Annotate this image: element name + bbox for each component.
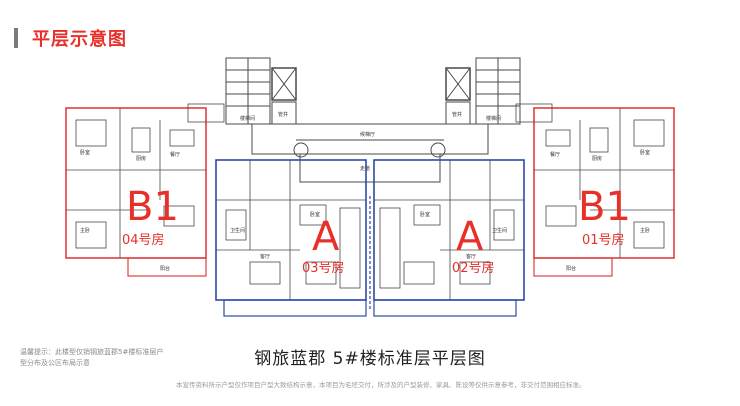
warm-tip: 温馨提示：此楼型仅销钢旅蓝郡5#楼标准层户型分布及公区布局示意 xyxy=(20,348,164,367)
room-label-pipe-r: 管井 xyxy=(452,111,462,118)
room-label-bath: 卫生间 xyxy=(230,227,245,234)
unit-type-label: B1 xyxy=(578,184,631,230)
room-label-kitchen-r: 厨房 xyxy=(592,155,602,162)
lobby xyxy=(251,123,489,155)
room-label-corridor: 走道 xyxy=(360,165,370,172)
room-label-pipe: 管井 xyxy=(278,111,288,118)
room-label-bedroom-r: 卧室 xyxy=(640,149,650,156)
room-label-bath-a2: 卫生间 xyxy=(492,227,507,234)
room-label-balcony-r: 阳台 xyxy=(566,265,576,272)
unit-room-number: 02号房 xyxy=(452,260,495,276)
core-walls xyxy=(225,57,521,183)
room-label-kitchen: 厨房 xyxy=(136,155,146,162)
page-title: 平层示意图 xyxy=(32,29,127,50)
section-header: 平层示意图 xyxy=(14,26,127,50)
unit-room-number: 03号房 xyxy=(302,260,345,276)
header-accent-bar xyxy=(14,28,18,48)
unit-type-label: B1 xyxy=(126,184,179,230)
room-label-lobby: 候梯厅 xyxy=(360,131,375,138)
unit-room-number: 04号房 xyxy=(122,232,165,248)
room-label-master-r: 主卧 xyxy=(640,227,650,234)
room-label-stair: 楼梯间 xyxy=(240,115,255,122)
unit-04 xyxy=(65,103,225,277)
unit-02 xyxy=(369,159,525,317)
room-label-bedroom: 卧室 xyxy=(80,149,90,156)
room-label-living: 客厅 xyxy=(260,253,270,260)
elevator-right xyxy=(445,67,471,101)
room-label-stair-r: 楼梯间 xyxy=(486,115,501,122)
room-label-bedroom-a2: 卧室 xyxy=(420,211,430,218)
corridor xyxy=(299,153,441,183)
room-label-living-a2: 客厅 xyxy=(466,253,476,260)
room-labels: 卧室 餐厅 厨房 主卧 阳台 卧室 餐厅 厨房 主卧 阳台 卫生间 客厅 卧室 … xyxy=(80,111,650,272)
unit-03 xyxy=(215,159,367,317)
unit-01 xyxy=(515,103,675,277)
room-label-master: 主卧 xyxy=(80,227,90,234)
elevator-left xyxy=(271,67,297,101)
room-label-balcony: 阳台 xyxy=(160,265,170,272)
disclaimer: 本宣传资料所示户型仅作项目户型大致结构示意，本项目为毛坯交付，所涉及的户型装修、… xyxy=(176,381,586,389)
room-label-bedroom-a: 卧室 xyxy=(310,211,320,218)
unit-room-number: 01号房 xyxy=(582,232,625,248)
room-label-dining: 餐厅 xyxy=(170,151,180,158)
plan-caption: 钢旅蓝郡 5#楼标准层平层图 xyxy=(254,349,486,369)
unit-type-label: A xyxy=(312,214,340,260)
room-label-dining-r: 餐厅 xyxy=(550,151,560,158)
unit-type-label: A xyxy=(456,214,484,260)
unit-labels: B1 04号房 A 03号房 A 02号房 B1 01号房 xyxy=(122,184,631,276)
